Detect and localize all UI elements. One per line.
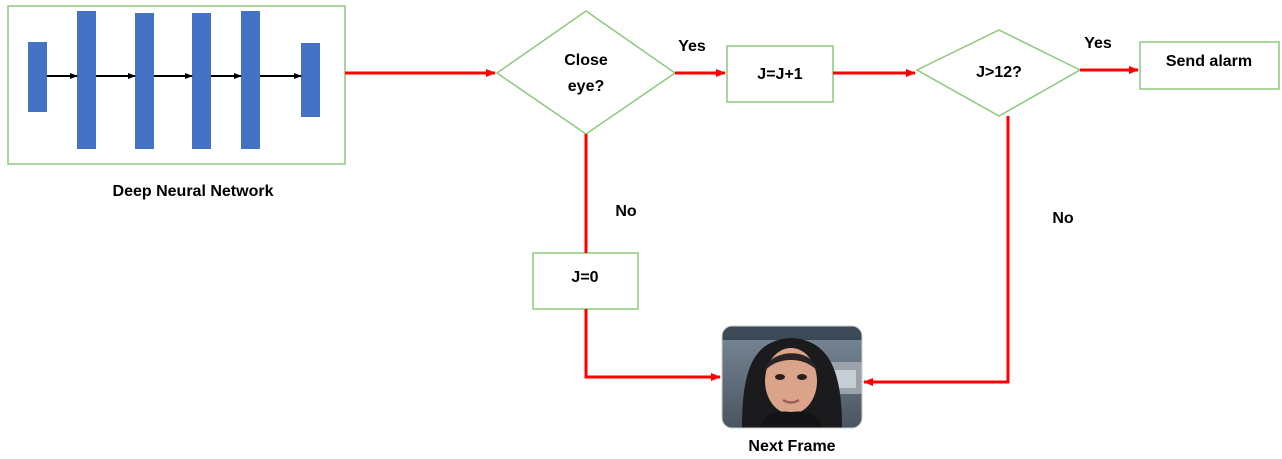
face-photo-icon	[721, 325, 863, 429]
arrow-reset-to-next-frame	[584, 309, 721, 381]
neural-network-layers-icon	[28, 11, 320, 149]
dnn-caption: Deep Neural Network	[113, 183, 274, 200]
reset-label: J=0	[571, 269, 598, 286]
threshold-label: J>12?	[976, 64, 1022, 81]
next-frame-caption: Next Frame	[748, 438, 835, 455]
close-eye-decision: Close eye?	[495, 10, 677, 135]
neural-network-box	[7, 5, 346, 165]
threshold-yes-label: Yes	[1084, 35, 1112, 52]
close-eye-label-line2: eye?	[568, 78, 604, 95]
send-alarm-box: Send alarm	[1139, 41, 1280, 90]
reset-box: J=0	[532, 252, 639, 310]
arrow-threshold-no	[863, 116, 1010, 386]
flow-arrows	[345, 66, 1139, 386]
increment-label: J=J+1	[757, 66, 802, 83]
threshold-decision: J>12?	[915, 29, 1082, 117]
increment-box: J=J+1	[726, 45, 834, 103]
send-alarm-label: Send alarm	[1166, 53, 1252, 70]
threshold-no-label: No	[1052, 210, 1074, 227]
close-eye-label-line1: Close	[564, 52, 608, 69]
close-eye-yes-label: Yes	[678, 38, 706, 55]
close-eye-no-label: No	[615, 203, 637, 220]
